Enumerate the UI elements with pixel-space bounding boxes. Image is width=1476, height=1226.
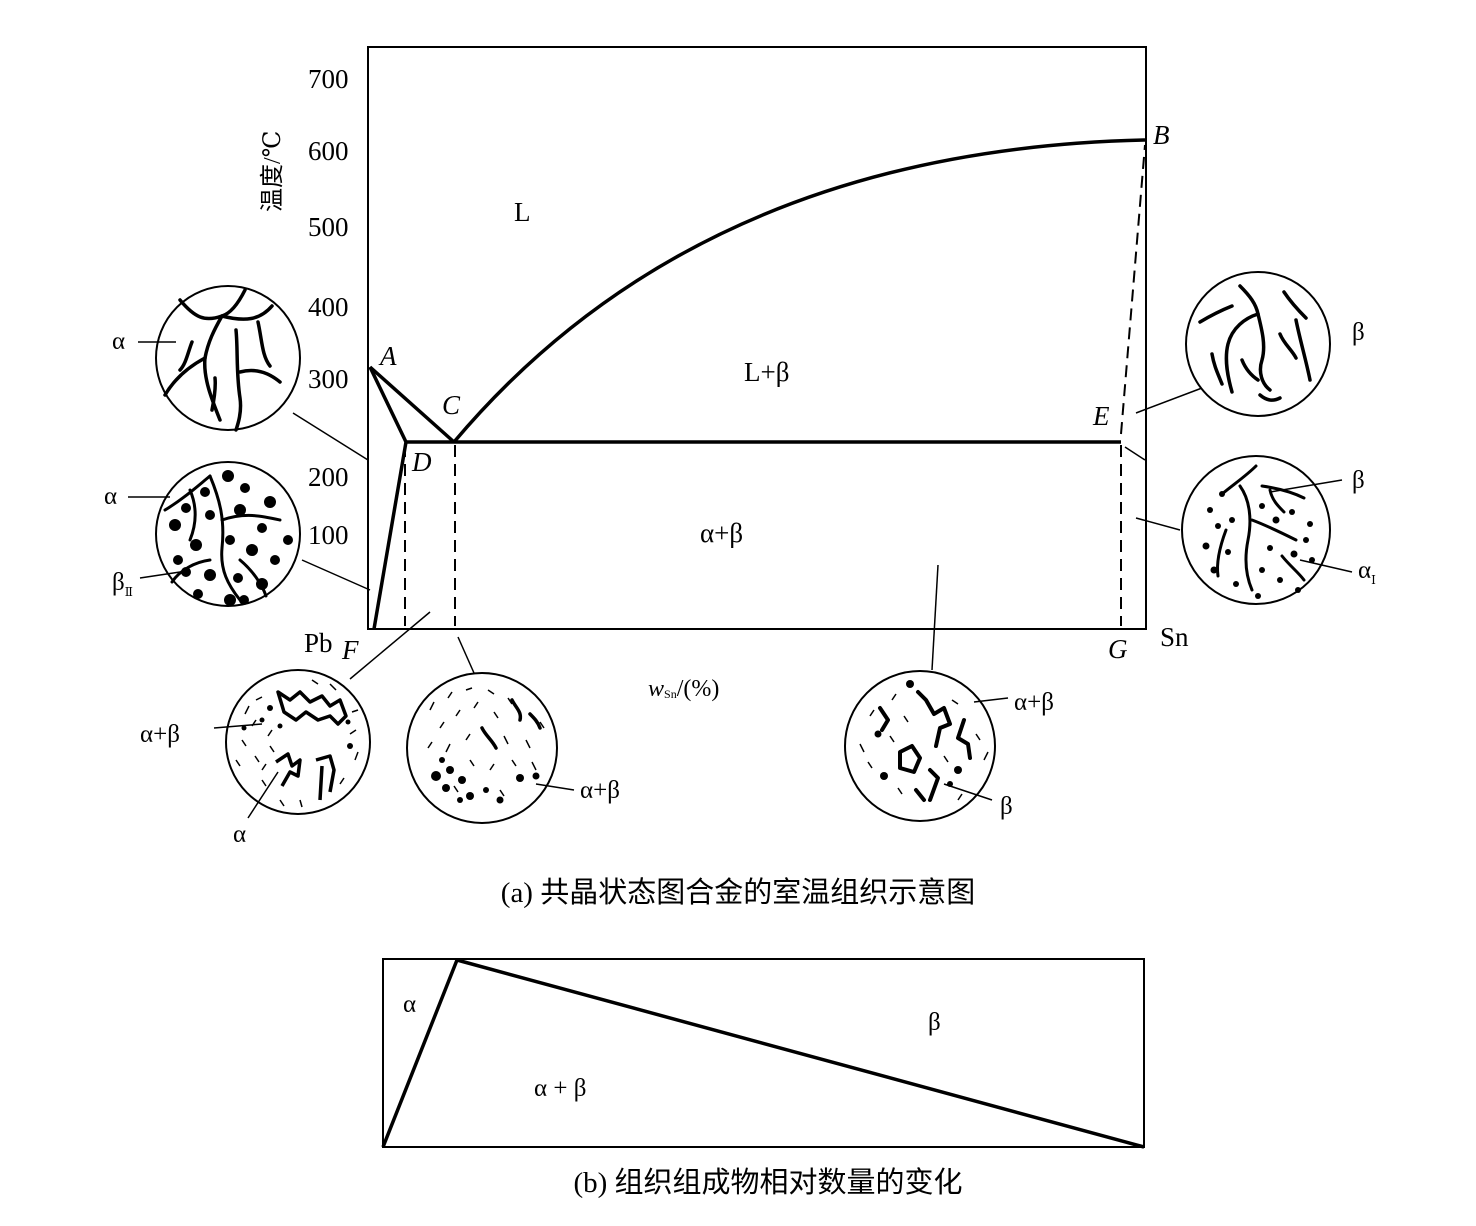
bottom-line-alpha — [381, 959, 459, 1148]
micrograph-alpha-beta-ii: α βⅡ — [104, 461, 301, 607]
leader-lines — [292, 387, 1203, 680]
leader-hypoeutectic — [349, 611, 431, 680]
micrograph-beta-alpha-i: β αⅠ — [1181, 455, 1376, 605]
y-tick-500: 500 — [308, 212, 349, 242]
bottom-line-beta — [456, 958, 1145, 1149]
micrograph-circle — [406, 672, 558, 824]
solidus-eb — [1120, 144, 1146, 435]
leader-alpha-beta-ii — [301, 559, 371, 591]
label-leader-beta — [139, 571, 181, 579]
bottom-label-beta: β — [928, 1009, 941, 1036]
label-leader-ab — [973, 697, 1009, 703]
grain-boundaries — [1198, 284, 1312, 402]
region-alpha-beta: α+β — [700, 518, 743, 548]
x-axis-label-unit: /(%) — [677, 676, 720, 702]
primary-beta — [878, 690, 972, 802]
micrograph-circle — [1185, 271, 1331, 417]
point-a: A — [378, 341, 397, 371]
eutectic-dots — [431, 757, 540, 804]
label-alpha-beta: α+β — [580, 777, 620, 804]
grain-boundaries — [1216, 464, 1306, 592]
y-tick-700: 700 — [308, 64, 349, 94]
label-leader-beta — [1269, 479, 1343, 493]
label-beta-sub: Ⅱ — [125, 585, 133, 599]
label-alpha: α — [112, 328, 125, 355]
leader-eutectic — [457, 636, 475, 674]
label-beta-ii: βⅡ — [112, 569, 133, 599]
label-alpha-beta: α+β — [140, 721, 180, 748]
y-tick-600: 600 — [308, 136, 349, 166]
micrograph-hypereutectic: α+β β — [844, 670, 1054, 822]
label-alpha: α — [1358, 557, 1371, 584]
micrograph-circle — [1181, 455, 1331, 605]
point-c: C — [442, 390, 461, 420]
micrograph-beta: β — [1185, 271, 1365, 417]
grain-boundaries — [163, 474, 282, 602]
label-leader-alpha — [1299, 559, 1353, 573]
micrograph-eutectic: α+β — [406, 672, 620, 824]
micrograph-alpha: α — [112, 285, 301, 432]
eutectic-dashes — [859, 693, 989, 801]
label-alpha: α — [233, 821, 246, 848]
point-g: G — [1108, 634, 1128, 664]
micrograph-hypoeutectic: α+β α — [140, 669, 371, 848]
point-b: B — [1153, 120, 1170, 150]
primary-alpha — [275, 690, 348, 801]
y-tick-100: 100 — [308, 520, 349, 550]
y-tick-200: 200 — [308, 462, 349, 492]
x-axis-label-sub: Sn — [664, 687, 677, 701]
label-beta: β — [1000, 793, 1013, 820]
y-tick-300: 300 — [308, 364, 349, 394]
label-alpha-i: αⅠ — [1358, 557, 1376, 587]
beta-particles — [169, 470, 293, 606]
label-beta: β — [112, 569, 125, 596]
point-f: F — [341, 635, 359, 665]
phase-lines — [368, 138, 1146, 630]
solvus-df — [372, 441, 408, 630]
region-l: L — [514, 197, 531, 227]
bottom-frame — [382, 958, 1145, 1148]
x-axis-label-w: w — [648, 676, 664, 702]
liquidus-cb — [452, 138, 1146, 444]
bottom-label-alpha-beta: α + β — [534, 1075, 586, 1102]
y-axis-label: 温度/℃ — [259, 130, 286, 212]
label-alpha-beta: α+β — [1014, 689, 1054, 716]
eutectic-dashes — [427, 687, 545, 797]
point-e: E — [1092, 401, 1110, 431]
liquidus-ac — [368, 365, 456, 444]
eutectic-dots — [241, 705, 353, 749]
label-alpha: α — [104, 483, 117, 510]
leader-e — [1124, 446, 1146, 461]
leader-beta — [1135, 387, 1203, 414]
label-beta: β — [1352, 319, 1365, 346]
leader-hypereutectic — [931, 564, 939, 671]
y-tick-400: 400 — [308, 292, 349, 322]
leader-alpha — [292, 412, 369, 461]
component-sn: Sn — [1160, 622, 1189, 652]
region-l-beta: L+β — [744, 357, 789, 387]
caption-a: (a) 共晶状态图合金的室温组织示意图 — [501, 876, 975, 909]
x-axis-label: wSn/(%) — [648, 676, 719, 702]
point-d: D — [411, 447, 432, 477]
label-leader-alpha — [247, 771, 279, 819]
leader-beta-alpha-i — [1135, 517, 1181, 531]
beta-dots — [874, 680, 962, 787]
component-pb: Pb — [304, 628, 333, 658]
bottom-label-alpha: α — [403, 991, 416, 1018]
solidus-ad — [368, 366, 408, 443]
label-leader — [535, 783, 575, 791]
label-leader-ab — [213, 723, 263, 729]
label-alpha-sub: Ⅰ — [1371, 573, 1376, 587]
caption-b: (b) 组织组成物相对数量的变化 — [573, 1166, 962, 1199]
label-leader-beta — [943, 783, 993, 801]
label-beta: β — [1352, 467, 1365, 494]
diagram-frame — [367, 46, 1147, 630]
grain-boundaries — [163, 288, 282, 432]
eutectic-rods — [480, 698, 542, 750]
micrograph-circle — [155, 285, 301, 431]
alpha-dots — [1202, 491, 1315, 599]
